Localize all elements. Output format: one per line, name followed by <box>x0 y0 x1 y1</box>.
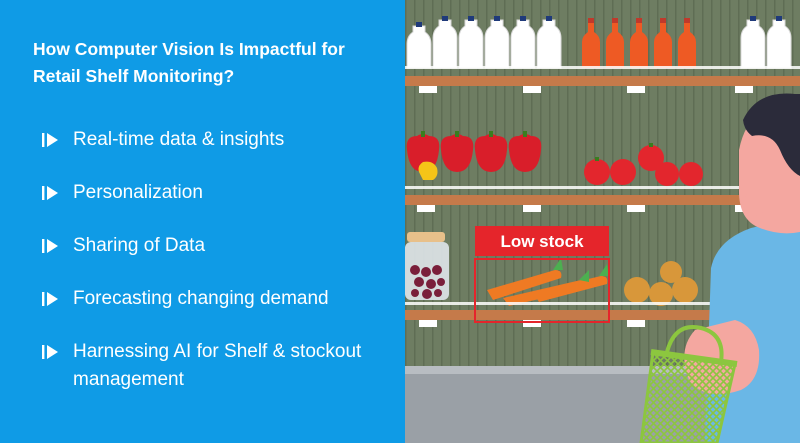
page-heading: How Computer Vision Is Impactful for Ret… <box>33 39 345 86</box>
play-bullet-icon <box>42 179 64 207</box>
shelf-top <box>405 76 800 86</box>
play-bullet-icon <box>42 126 64 154</box>
shelf-illustration: Low stock <box>405 0 800 443</box>
shopping-basket-icon <box>639 325 738 443</box>
retail-shelf-scene: Low stock <box>405 0 800 443</box>
shopper-hand <box>744 188 767 216</box>
onions <box>624 261 698 306</box>
bullet-text: Real-time data & insights <box>73 129 285 150</box>
bullet-list: Real-time data & insights Personalizatio… <box>42 126 392 419</box>
shelf-bottom <box>405 310 800 320</box>
low-stock-badge <box>475 226 609 256</box>
play-bullet-icon <box>42 285 64 313</box>
play-bullet-icon <box>42 232 64 260</box>
info-panel: How Computer Vision Is Impactful for Ret… <box>33 39 392 419</box>
carrots <box>487 258 609 306</box>
bullet-text: Forecasting changing demand <box>73 288 329 309</box>
bean-jar <box>405 232 449 300</box>
detection-box <box>474 258 610 323</box>
bullet-item: Real-time data & insights <box>42 126 392 154</box>
bullet-item: Forecasting changing demand <box>42 285 392 313</box>
bullet-text: Personalization <box>73 182 203 203</box>
bullet-item: Sharing of Data <box>42 232 392 260</box>
play-bullet-icon <box>42 338 64 366</box>
juice-bottles <box>582 18 696 68</box>
low-stock-detection: Low stock <box>474 226 610 323</box>
bullet-item: Personalization <box>42 179 392 207</box>
low-stock-label: Low stock <box>500 232 584 251</box>
bullet-text: Sharing of Data <box>73 235 206 256</box>
shopper-hair <box>743 93 800 176</box>
bell-peppers <box>406 131 542 180</box>
shelf-middle <box>405 195 800 205</box>
bullet-item: Harnessing AI for Shelf & stockout manag… <box>42 338 392 394</box>
bullet-text: Harnessing AI for Shelf & stockout manag… <box>73 341 362 390</box>
